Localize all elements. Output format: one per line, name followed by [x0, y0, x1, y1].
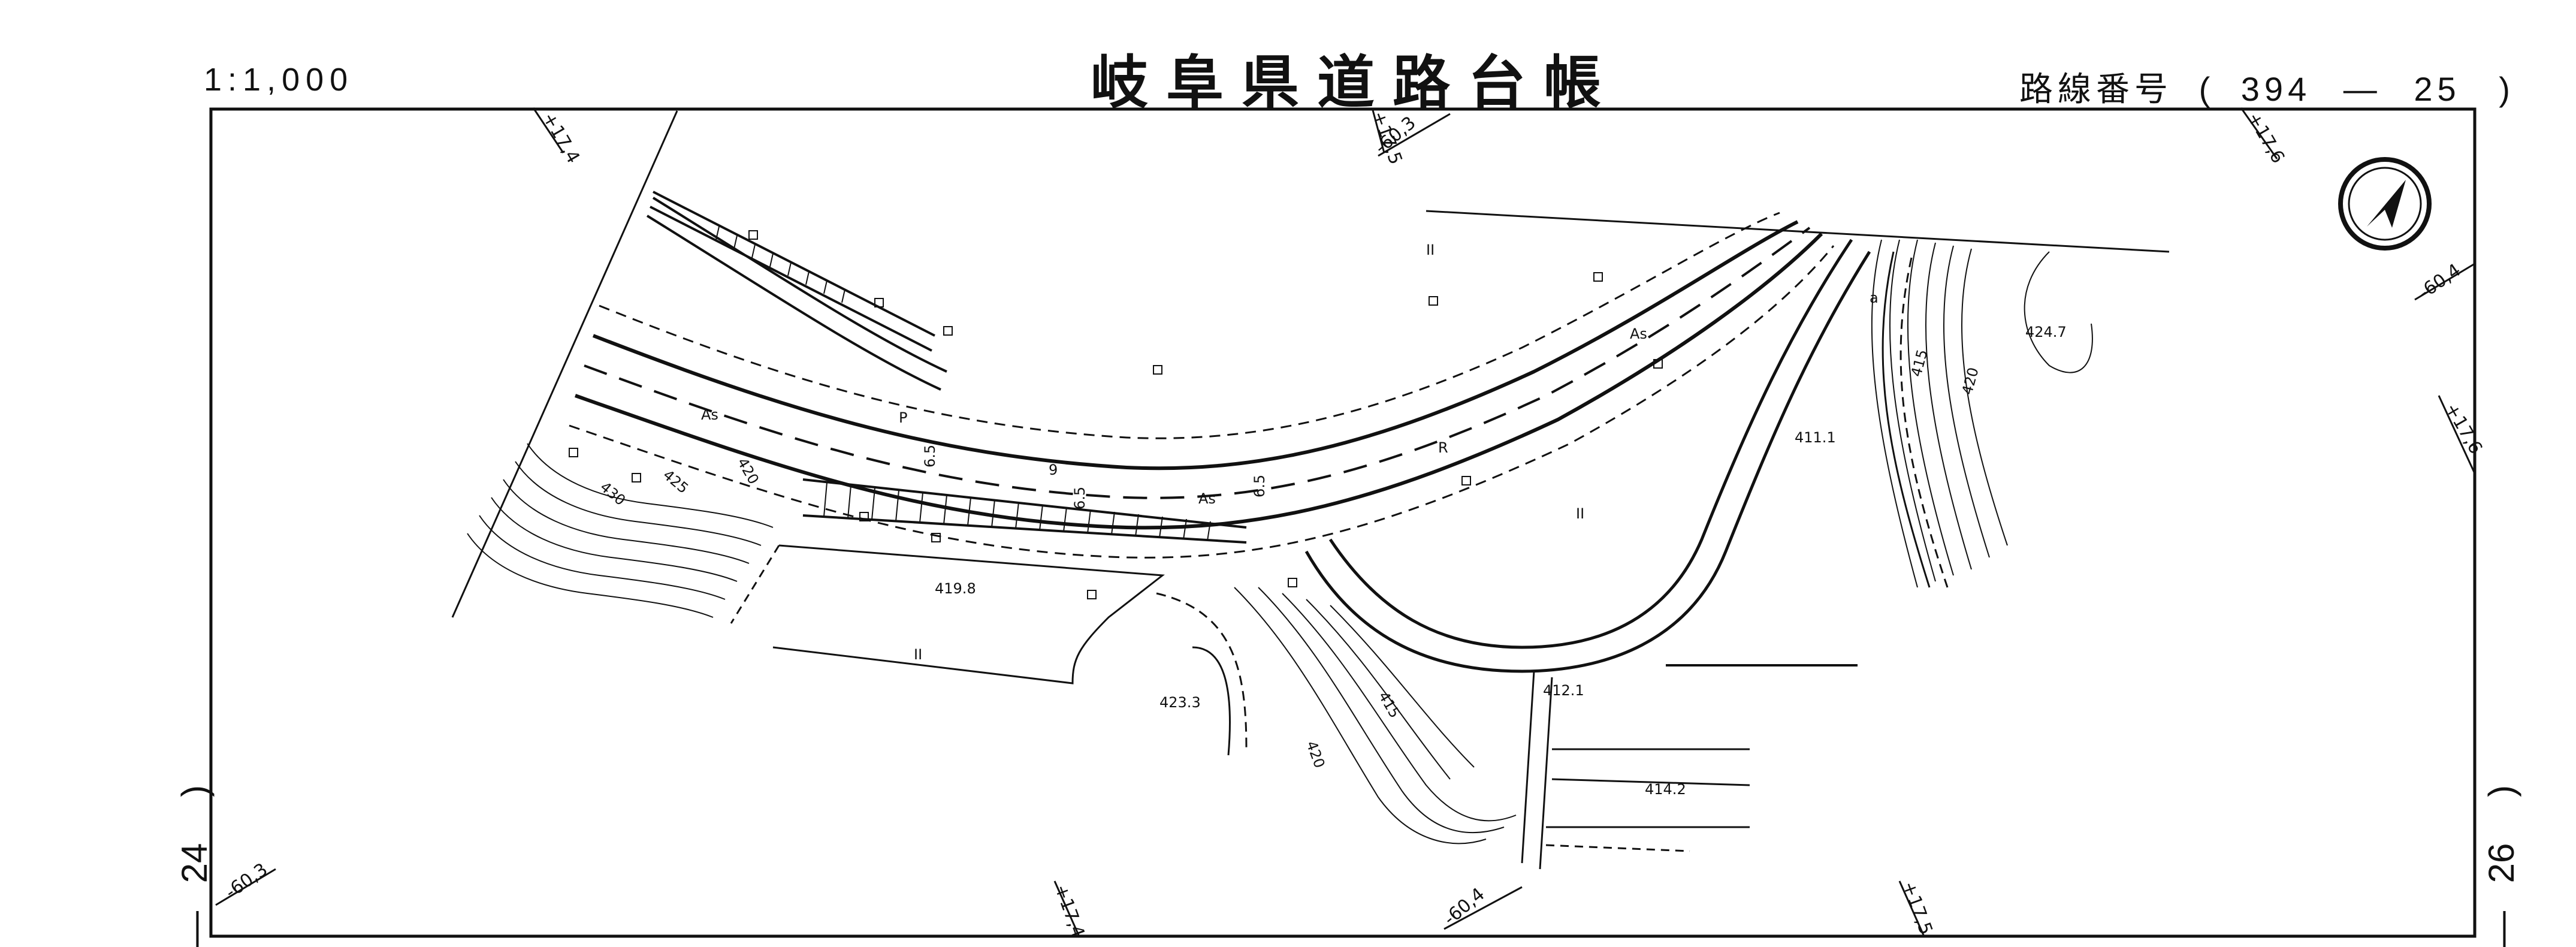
route-main-number: 394 [2240, 70, 2312, 108]
contour-label: 430 [597, 478, 629, 509]
contour-label: 420 [1303, 738, 1328, 770]
width-mark: 6.5 [922, 445, 938, 468]
contour-label: 415 [1375, 689, 1403, 721]
north-arrow-icon [2338, 157, 2432, 251]
route-dash: — [2343, 70, 2382, 108]
contour-label: 420 [1959, 366, 1982, 396]
surface-label-as: As [701, 406, 718, 423]
width-mark: 6.5 [1251, 475, 1268, 497]
route-sub-number: 25 [2414, 70, 2461, 108]
grid-label: -60,4 [2415, 260, 2465, 303]
width-mark: 6.5 [1071, 487, 1088, 509]
grid-label: +17,6 [2243, 109, 2288, 167]
map-scale: 1:1,000 [204, 62, 354, 98]
map-frame [209, 107, 2477, 938]
surface-label-as: As [1630, 325, 1647, 342]
route-close-paren: ) [2499, 70, 2515, 108]
grid-label: +17,4 [1050, 882, 1088, 940]
route-label: 路線番号 [2019, 70, 2173, 108]
elevation-point: 423.3 [1159, 694, 1201, 711]
surface-mark: II [1576, 505, 1584, 522]
contour-label: 415 [1908, 348, 1931, 378]
grid-label: -60,4 [1440, 883, 1489, 930]
elevation-point: 414.2 [1645, 781, 1686, 798]
elevation-point: 412.1 [1543, 682, 1584, 699]
surface-mark: II [914, 646, 922, 663]
grid-label: +17,5 [1898, 879, 1936, 937]
page-title: 岐阜県道路台帳 [1091, 49, 1619, 116]
route-number: 路線番号 ( 394 — 25 ) [2019, 62, 2515, 111]
elevation-point: 419.8 [935, 580, 976, 597]
elevation-point: 411.1 [1795, 429, 1836, 446]
surface-mark: II [1426, 242, 1435, 258]
surface-mark: R [1438, 439, 1448, 456]
contour-label: 425 [660, 466, 691, 497]
elevation-point: 424.7 [2025, 324, 2067, 340]
grid-label: +17,4 [538, 109, 584, 167]
surface-mark: a [1870, 289, 1879, 306]
surface-label-as: As [1198, 490, 1216, 507]
surface-mark: P [899, 409, 907, 426]
route-open-paren: ( [2198, 70, 2215, 108]
width-mark: 9 [1049, 462, 1058, 478]
